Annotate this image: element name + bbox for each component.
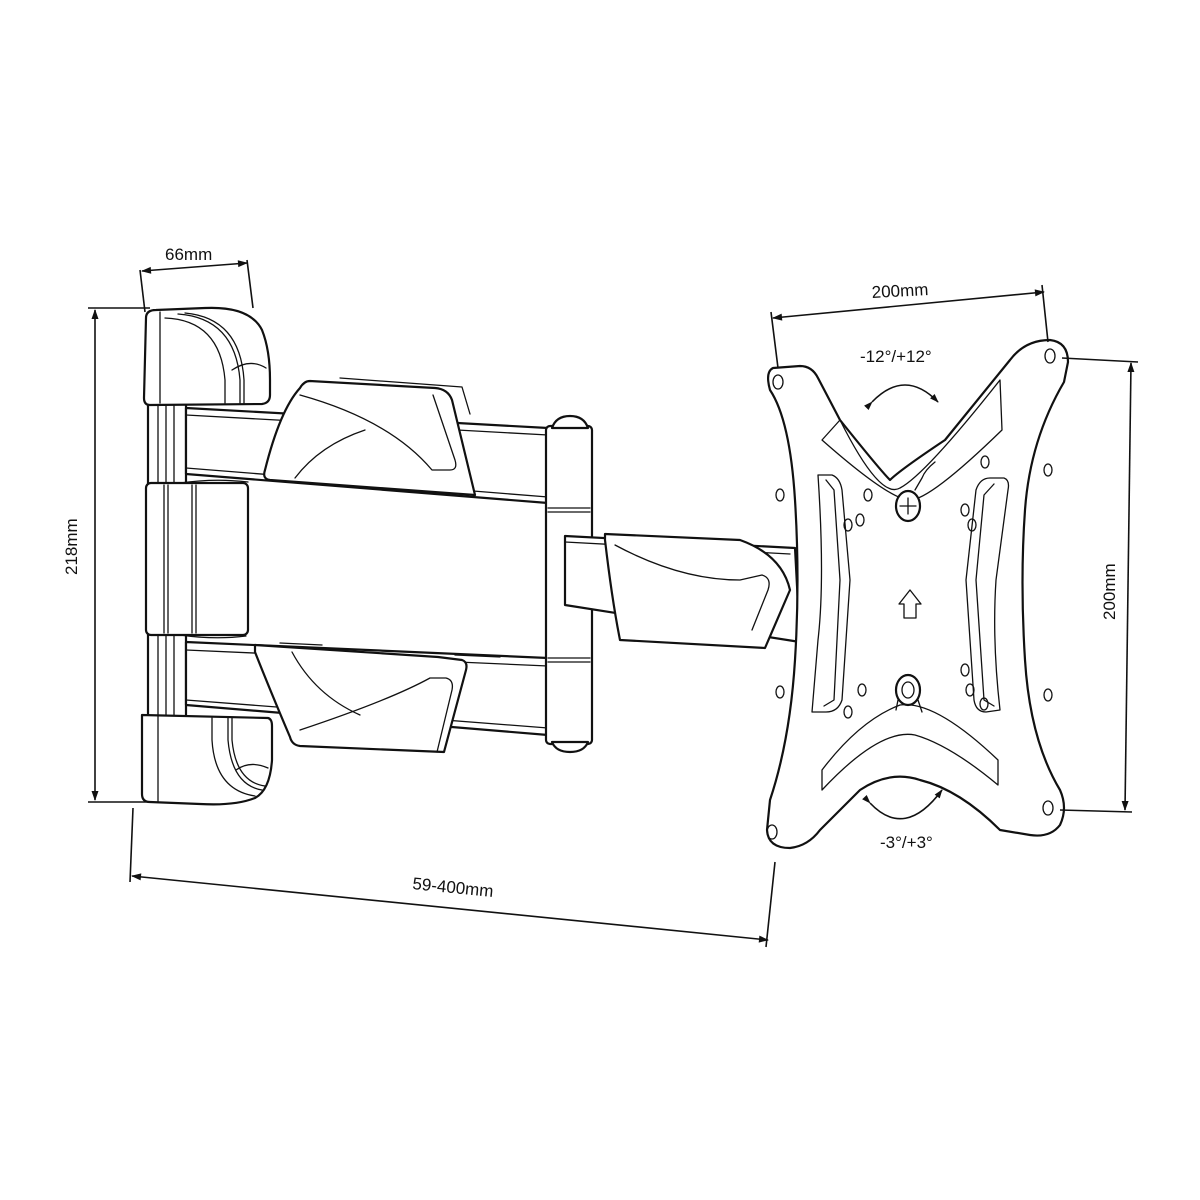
dimension-vesa-height: 200mm — [1059, 357, 1139, 813]
label-tilt: -12°/+12° — [860, 347, 932, 366]
bottom-screw — [894, 673, 923, 713]
tilt-rotation: -12°/+12° — [860, 347, 939, 411]
label-218mm: 218mm — [62, 518, 81, 575]
top-screw — [894, 461, 936, 523]
label-swivel: -3°/+3° — [880, 833, 933, 852]
dimension-vesa-width: 200mm — [770, 280, 1049, 369]
swivel-rotation: -3°/+3° — [862, 789, 943, 852]
wall-plate — [140, 306, 274, 806]
dimension-extension: 59-400mm — [129, 807, 776, 948]
top-cap — [142, 306, 272, 407]
mounting-holes — [766, 348, 1056, 840]
label-200mm-height: 200mm — [1100, 563, 1119, 620]
dimension-66mm: 66mm — [139, 245, 254, 313]
label-200mm-width: 200mm — [871, 280, 929, 302]
front-arm — [563, 532, 802, 650]
bottom-cap — [140, 713, 274, 806]
up-arrow-icon — [898, 589, 922, 619]
lower-arm — [184, 640, 550, 754]
vesa-plate — [765, 338, 1070, 850]
label-66mm: 66mm — [165, 245, 212, 264]
middle-hinge-block — [144, 479, 250, 639]
label-59-400mm: 59-400mm — [412, 874, 495, 901]
dimension-218mm: 218mm — [62, 307, 150, 803]
